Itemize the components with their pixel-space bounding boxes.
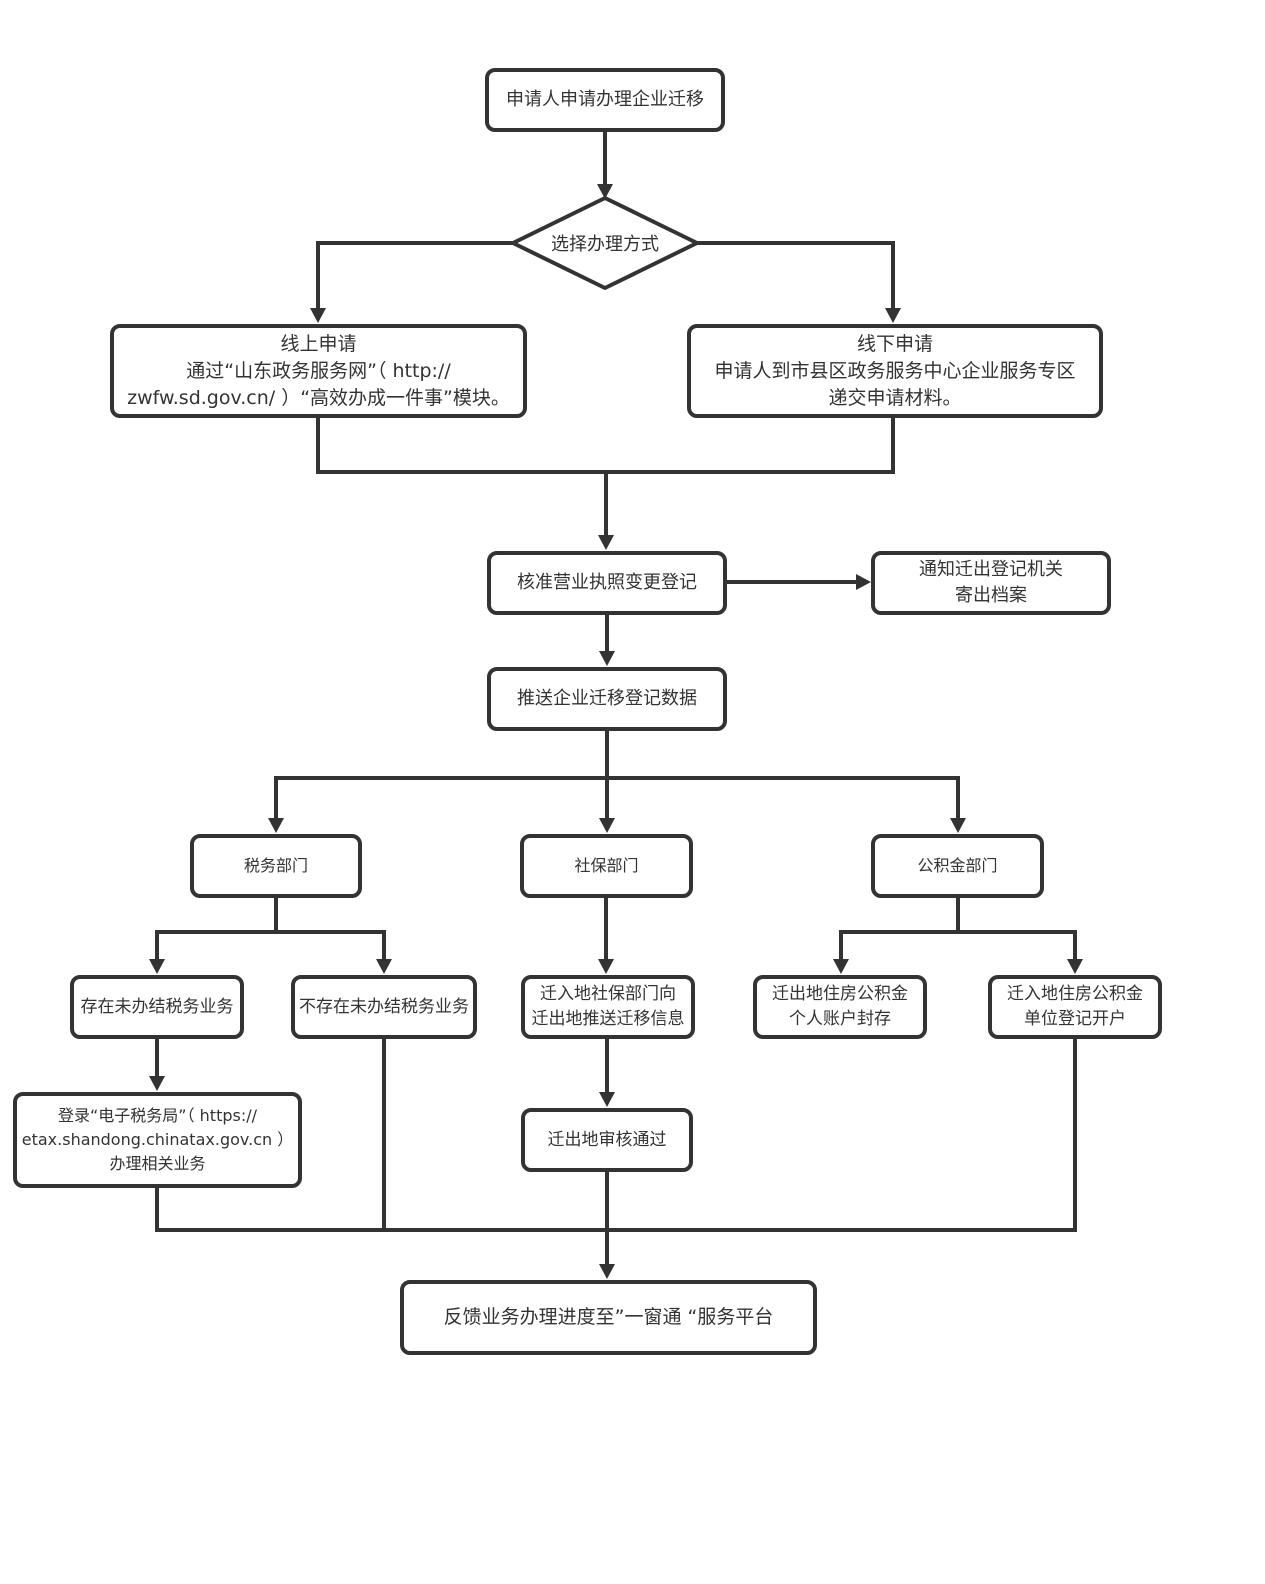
arrowhead — [310, 308, 326, 323]
node-text: 迁出地审核通过 — [547, 1129, 667, 1150]
arrowhead — [1067, 959, 1083, 974]
node-online-application: 线上申请 通过“山东政务服务网”（ http:// zwfw.sd.gov.cn… — [110, 324, 527, 418]
node-apply-migration: 申请人申请办理企业迁移 — [485, 68, 725, 132]
node-text: 通过“山东政务服务网”（ http:// — [186, 359, 451, 382]
arrowhead — [149, 1076, 165, 1091]
node-text: 个人账户封存 — [789, 1009, 891, 1029]
node-text: 核准营业执照变更登记 — [517, 572, 697, 593]
arrowhead — [885, 308, 901, 323]
connector-tax-branch — [155, 930, 386, 962]
arrowhead — [856, 574, 871, 590]
node-fund-account-sealed: 迁出地住房公积金 个人账户封存 — [753, 975, 927, 1039]
node-text: 存在未办结税务业务 — [80, 996, 234, 1017]
node-text: 登录“电子税务局”（ https:// — [57, 1106, 258, 1125]
arrowhead — [268, 818, 284, 833]
node-social-security-department: 社保部门 — [520, 834, 693, 898]
node-social-push-info: 迁入地社保部门向 迁出地推送迁移信息 — [521, 975, 695, 1039]
arrowhead — [598, 535, 614, 550]
node-housing-fund-department: 公积金部门 — [871, 834, 1044, 898]
decision-label: 选择办理方式 — [513, 198, 697, 288]
node-tax-none-pending: 不存在未办结税务业务 — [291, 975, 477, 1039]
connector-push-branch — [274, 776, 960, 821]
node-tax-pending: 存在未办结税务业务 — [70, 975, 244, 1039]
node-text: etax.shandong.chinatax.gov.cn ） — [21, 1130, 294, 1149]
node-text: 推送企业迁移登记数据 — [517, 688, 697, 709]
node-approve-license-change: 核准营业执照变更登记 — [487, 551, 727, 615]
arrowhead — [950, 818, 966, 833]
node-text: 办理相关业务 — [109, 1154, 206, 1173]
node-text: 通知迁出登记机关 — [919, 559, 1063, 580]
node-offline-application: 线下申请 申请人到市县区政务服务中心企业服务专区 递交申请材料。 — [687, 324, 1103, 418]
arrowhead — [599, 1092, 615, 1107]
node-text: 寄出档案 — [955, 585, 1027, 606]
node-social-origin-approved: 迁出地审核通过 — [521, 1108, 693, 1172]
node-text: 不存在未办结税务业务 — [299, 996, 469, 1017]
arrowhead — [597, 184, 613, 199]
node-text: 迁出地住房公积金 — [772, 984, 908, 1004]
arrowhead — [598, 959, 614, 974]
node-text: 公积金部门 — [917, 856, 998, 875]
node-text: 申请人申请办理企业迁移 — [506, 89, 704, 110]
connector-decision-offline — [697, 241, 895, 311]
arrowhead — [149, 959, 165, 974]
connector-decision-online — [316, 241, 513, 311]
node-etax-login: 登录“电子税务局”（ https:// etax.shandong.chinat… — [13, 1092, 302, 1188]
arrowhead — [833, 959, 849, 974]
arrowhead — [599, 1264, 615, 1279]
arrowhead — [599, 651, 615, 666]
node-text: 反馈业务办理进度至”一窗通 “服务平台 — [443, 1306, 774, 1328]
node-text: 递交申请材料。 — [828, 386, 962, 409]
connector-merge-bottom — [155, 1037, 1077, 1232]
node-text: 申请人到市县区政务服务中心企业服务专区 — [714, 359, 1076, 382]
node-text: 社保部门 — [574, 856, 639, 875]
node-notify-origin-authority: 通知迁出登记机关 寄出档案 — [871, 551, 1111, 615]
arrowhead — [599, 818, 615, 833]
node-text: 税务部门 — [243, 856, 308, 875]
decision-diamond — [511, 196, 699, 290]
arrowhead — [376, 959, 392, 974]
decision-text: 选择办理方式 — [551, 234, 659, 255]
node-title: 线下申请 — [856, 332, 933, 355]
node-fund-unit-registration: 迁入地住房公积金 单位登记开户 — [988, 975, 1162, 1039]
connector-fund-branch — [839, 930, 1077, 962]
node-text: zwfw.sd.gov.cn/ ）“高效办成一件事”模块。 — [127, 386, 510, 409]
node-text: 迁入地社保部门向 — [540, 984, 676, 1004]
node-tax-department: 税务部门 — [190, 834, 362, 898]
node-text: 迁入地住房公积金 — [1007, 984, 1143, 1004]
connector-merge-apply — [316, 416, 895, 474]
node-text: 迁出地推送迁移信息 — [531, 1009, 685, 1029]
node-text: 单位登记开户 — [1024, 1009, 1126, 1029]
node-title: 线上申请 — [280, 332, 357, 355]
node-feedback-progress: 反馈业务办理进度至”一窗通 “服务平台 — [400, 1280, 817, 1355]
node-push-migration-data: 推送企业迁移登记数据 — [487, 667, 727, 731]
